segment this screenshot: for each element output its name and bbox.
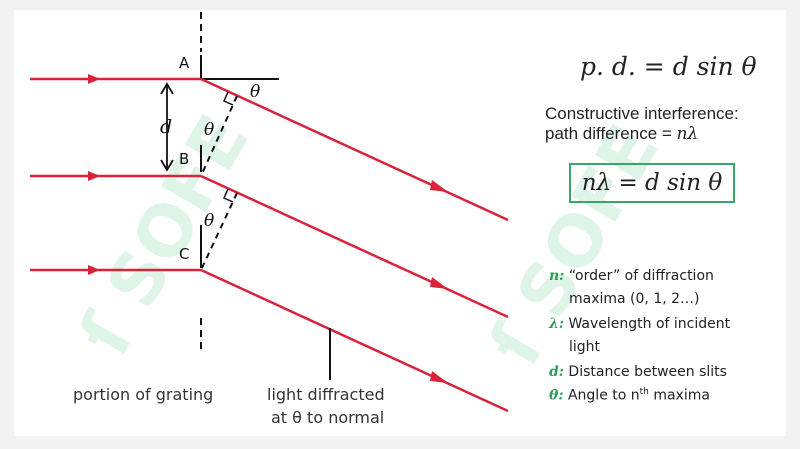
diffracted-arrowheads [430, 180, 448, 383]
path-difference-equation: p. d. = d sin θ [580, 52, 757, 81]
constructive-condition-text: path difference = [545, 124, 677, 143]
diagram-card [14, 10, 786, 436]
angle-label-b: θ [204, 120, 214, 140]
right-angle-marker-1 [223, 91, 234, 106]
legend-item-n: n: “order” of diffraction [549, 268, 714, 284]
path-difference-line-1 [200, 95, 238, 177]
grating-equation-box: nλ = d sin θ [569, 163, 735, 203]
legend-item-n-cont: maxima (0, 1, 2…) [569, 291, 700, 307]
incident-arrowheads [88, 74, 100, 275]
legend-item-lambda: λ: Wavelength of incident [549, 316, 731, 332]
constructive-condition: path difference = nλ [545, 124, 698, 144]
caption-light-diffracted-2: at θ to normal [271, 408, 385, 427]
legend-item-d: d: Distance between slits [549, 364, 727, 380]
constructive-condition-symbol: nλ [676, 124, 699, 144]
separation-label: d [160, 116, 172, 138]
legend-item-lambda-cont: light [569, 339, 601, 355]
angle-label-c: θ [204, 211, 214, 231]
caption-light-diffracted-1: light diffracted [267, 385, 385, 404]
svg-text:ſ SOFE: ſ SOFE [64, 102, 265, 369]
point-label-b: B [179, 150, 189, 168]
right-angle-marker-2 [223, 188, 234, 203]
point-label-c: C [179, 245, 189, 263]
point-label-a: A [179, 54, 190, 72]
path-difference-line-2 [200, 192, 238, 271]
angle-label-a: θ [250, 82, 260, 102]
constructive-heading: Constructive interference: [545, 104, 739, 123]
legend-item-theta: θ: Angle to nth maxima [549, 387, 710, 404]
caption-portion-of-grating: portion of grating [73, 385, 214, 404]
incident-rays [30, 77, 201, 272]
diffracted-rays [200, 77, 509, 413]
